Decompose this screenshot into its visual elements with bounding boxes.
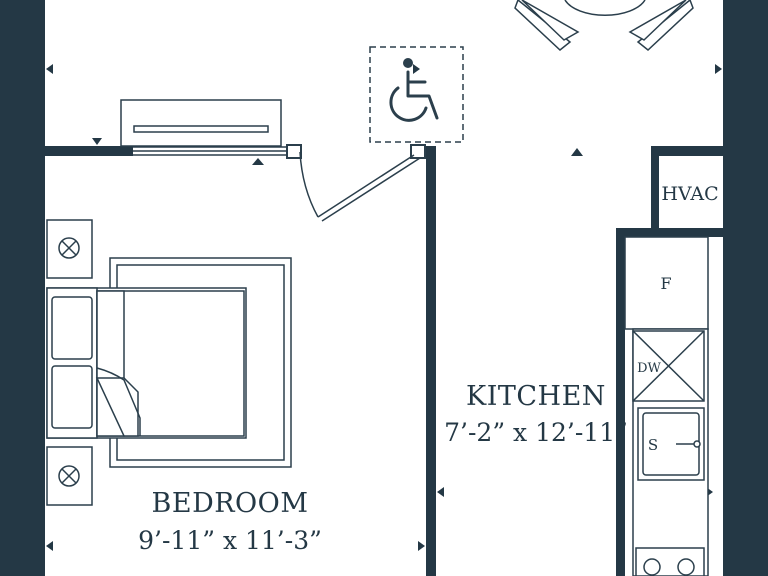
bedroom-door <box>299 144 426 222</box>
wheelchair-icon <box>389 58 439 122</box>
exterior-wall-left <box>0 0 45 576</box>
closet-sliding-door <box>133 144 302 159</box>
hvac-label: HVAC <box>661 183 718 205</box>
nightstand-bottom <box>46 446 93 506</box>
fridge-label: F <box>660 274 671 293</box>
dishwasher <box>632 330 705 402</box>
accessible-zone <box>369 46 464 143</box>
kitchen-range <box>635 547 705 576</box>
dimension-markers <box>46 64 722 551</box>
ceiling-light-icon <box>58 237 80 259</box>
bedroom-top-wall-left <box>45 146 133 156</box>
closet-unit <box>120 99 282 147</box>
exterior-wall-right <box>723 0 768 576</box>
bedroom-name: BEDROOM <box>152 488 309 519</box>
nightstand-top <box>46 219 93 279</box>
kitchen-counter-wall <box>616 228 625 576</box>
dining-set <box>514 0 694 51</box>
kitchen-sink <box>637 407 705 481</box>
hvac-closet <box>616 146 723 237</box>
ceiling-light-icon <box>58 465 80 487</box>
dishwasher-label: DW <box>637 361 661 376</box>
bedroom-dimensions: 9’-11” x 11’-3” <box>138 526 322 555</box>
kitchen-dimensions: 7’-2” x 12’-11” <box>444 418 628 447</box>
fridge <box>624 236 709 330</box>
kitchen-name: KITCHEN <box>466 381 606 412</box>
bedroom-kitchen-partition <box>426 146 436 576</box>
sink-label: S <box>648 436 658 454</box>
bed <box>46 287 247 439</box>
